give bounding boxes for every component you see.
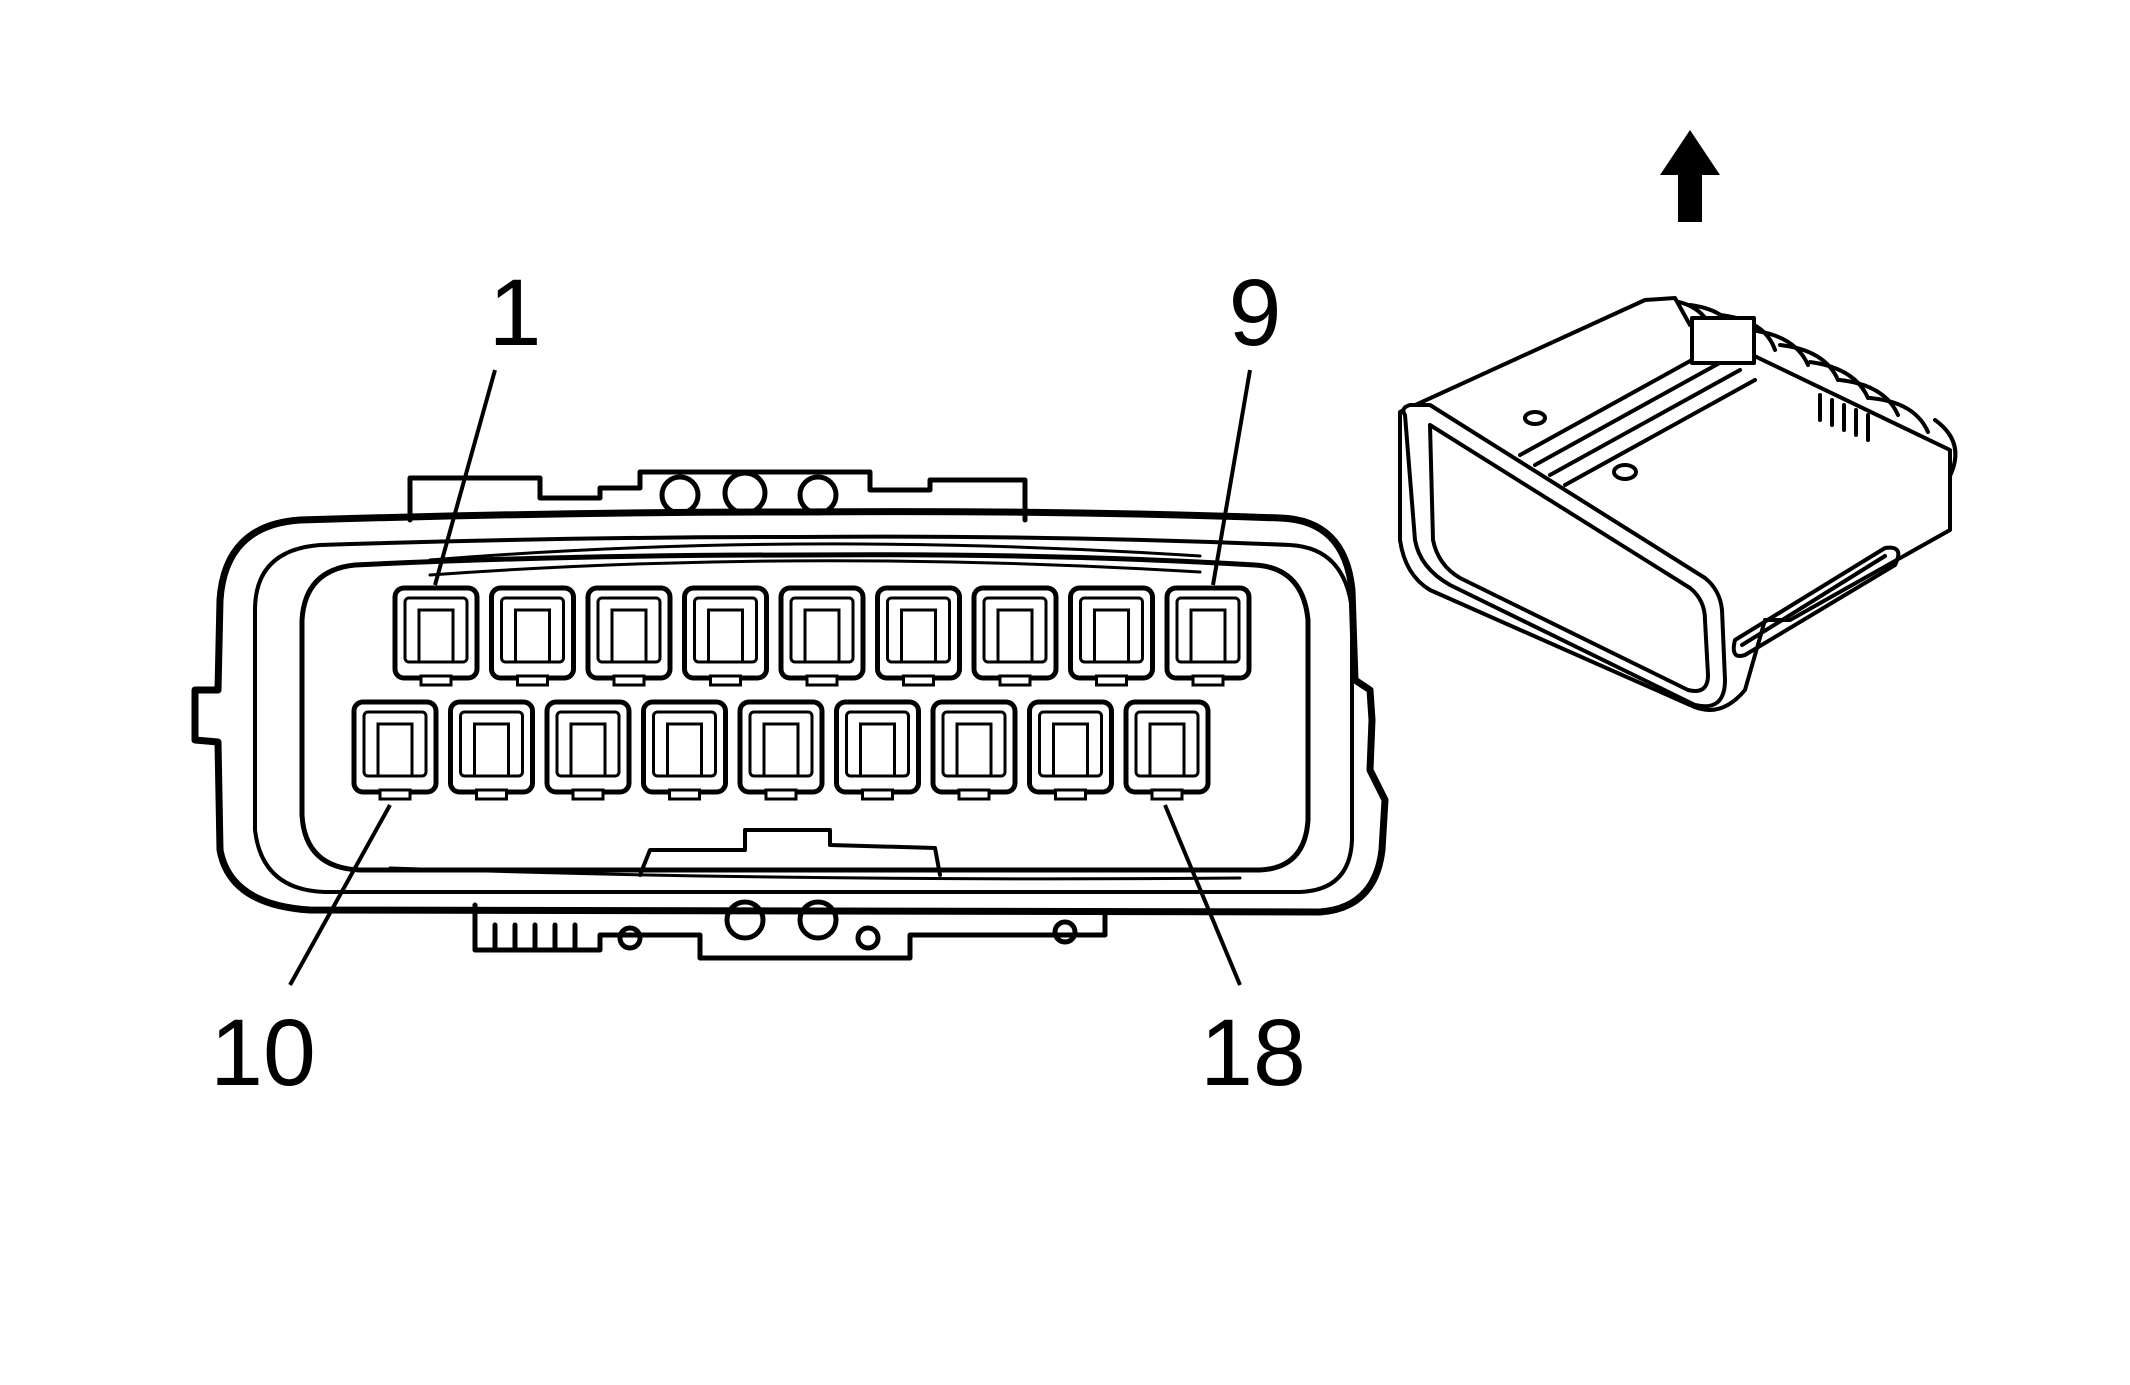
label-pin-9: 9 xyxy=(1229,260,1282,366)
pin-cavity-6 xyxy=(875,585,962,687)
leader-line-pin-10 xyxy=(288,804,392,986)
pin-cavity-8 xyxy=(1068,585,1155,687)
pin-cavity-10 xyxy=(351,699,439,801)
pin-cavity-17 xyxy=(1027,699,1114,801)
pin-cavity-15 xyxy=(834,699,921,801)
pin-row-bottom xyxy=(351,699,1211,801)
pin-cavity-9 xyxy=(1164,585,1252,687)
pin-cavity-16 xyxy=(930,699,1018,801)
pin-cavity-12 xyxy=(544,699,632,801)
connector-cavity xyxy=(299,552,1311,873)
connector-housing-inner xyxy=(253,534,1354,894)
leader-line-pin-18 xyxy=(1163,804,1242,986)
label-pin-10: 10 xyxy=(210,1000,316,1106)
leader-line-pin-9 xyxy=(1211,369,1252,586)
pin-row-top xyxy=(392,585,1252,687)
pin-cavity-14 xyxy=(737,699,825,801)
connector-face-view: 1 9 10 18 xyxy=(191,260,1389,1106)
pin-cavity-3 xyxy=(585,585,673,687)
pin-cavity-1 xyxy=(392,585,480,687)
label-pin-18: 18 xyxy=(1200,1000,1306,1106)
pin-cavity-5 xyxy=(778,585,866,687)
pin-cavity-18 xyxy=(1123,699,1211,801)
connector-key xyxy=(638,828,942,877)
pin-cavity-13 xyxy=(641,699,728,801)
pin-cavity-7 xyxy=(971,585,1059,687)
connector-isometric-view xyxy=(1398,296,1958,712)
pin-cavity-11 xyxy=(448,699,535,801)
housing-bottom-tabs xyxy=(472,899,1108,961)
connector-housing-outer xyxy=(191,508,1389,916)
pin-cavity-4 xyxy=(682,585,769,687)
up-arrow-icon xyxy=(1660,130,1720,222)
pin-cavity-2 xyxy=(489,585,576,687)
leader-line-pin-1 xyxy=(433,369,497,586)
label-pin-1: 1 xyxy=(489,260,542,366)
